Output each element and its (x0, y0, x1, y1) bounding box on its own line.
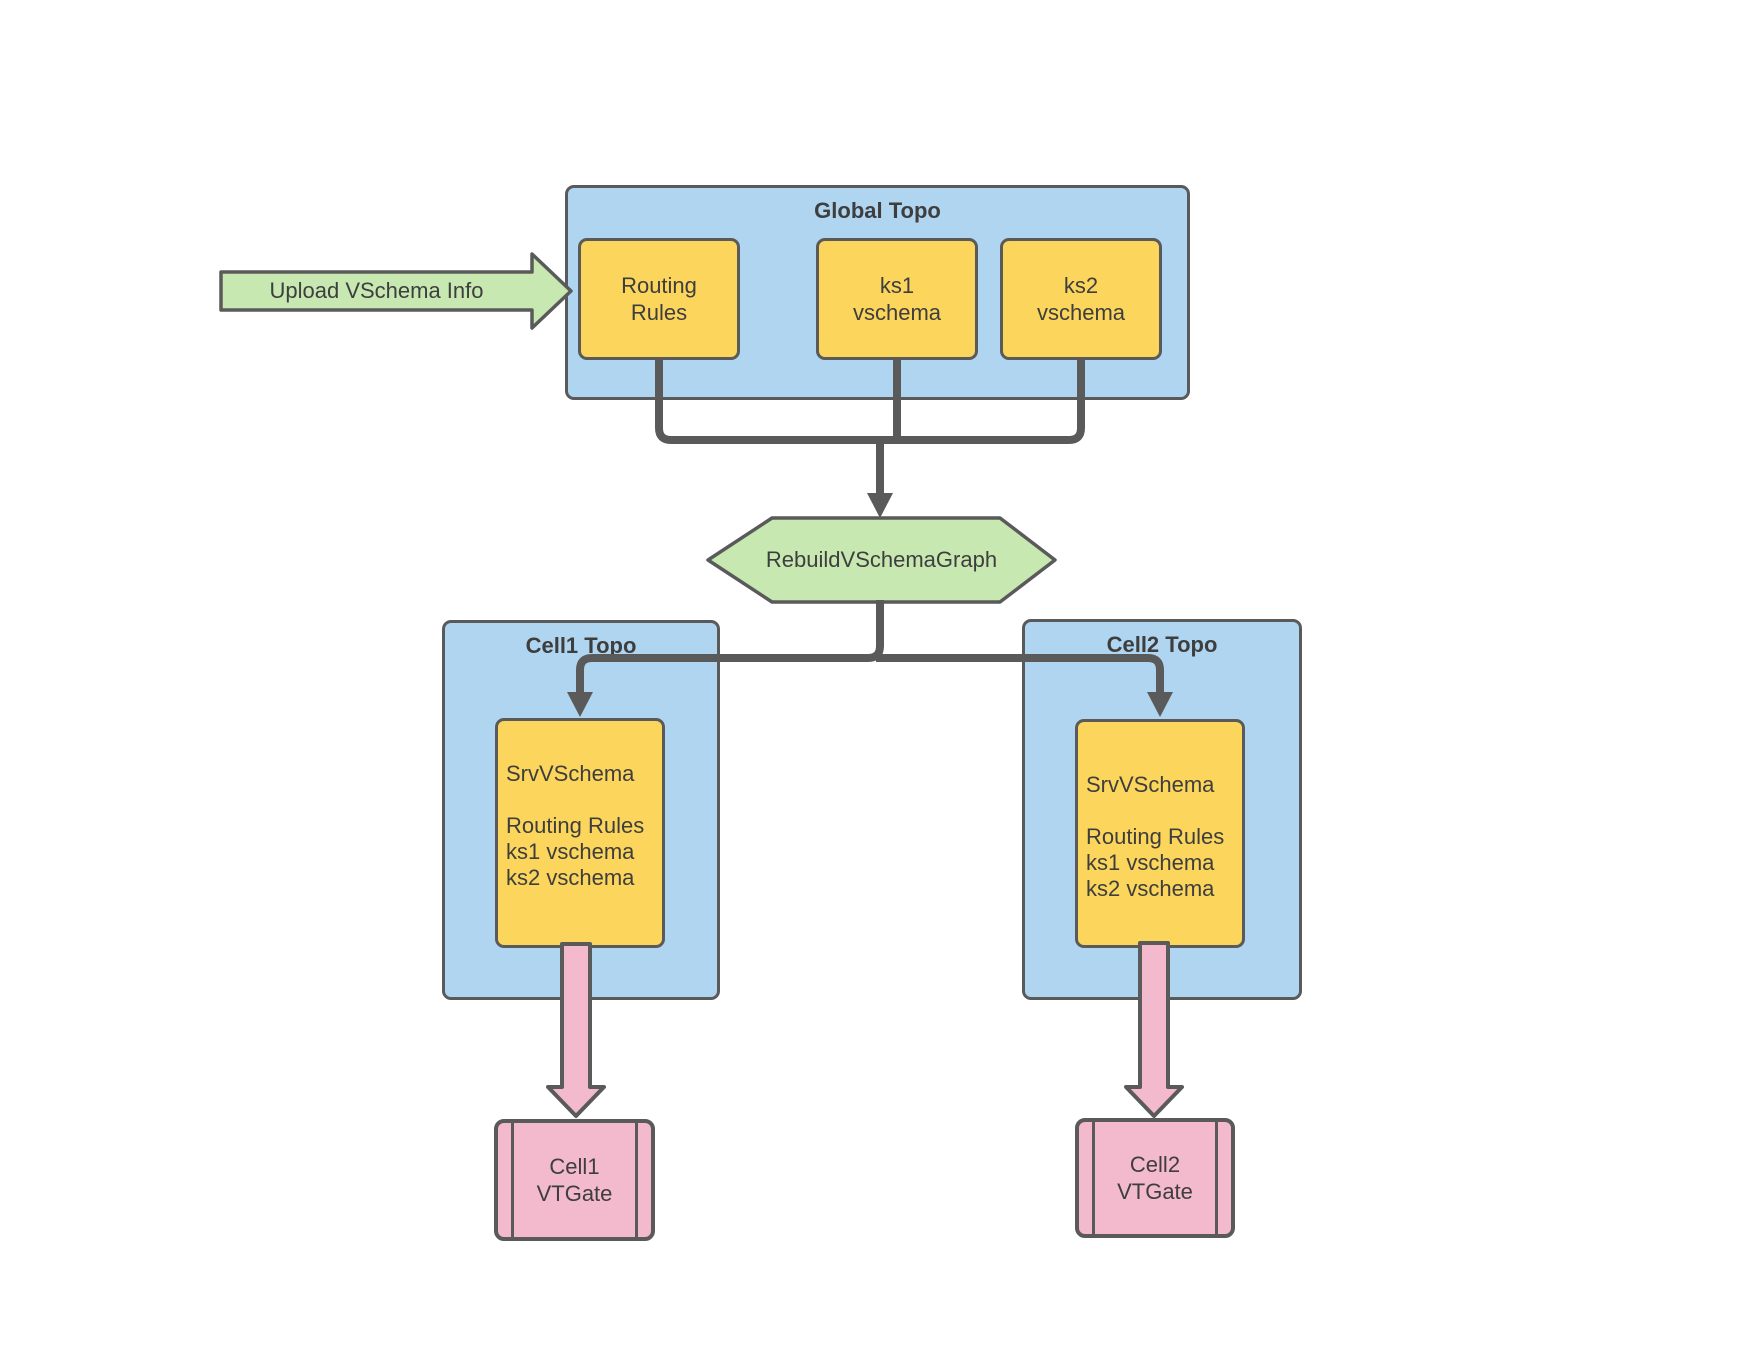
vtgate-side-bar (635, 1123, 638, 1237)
upload-arrow-label: Upload VSchema Info (269, 278, 484, 303)
upload-arrow-shape (219, 252, 573, 330)
rebuild-hexagon-shape (706, 516, 1057, 604)
node-ks1-vschema: ks1 vschema (816, 238, 978, 360)
srv-vschema-heading: SrvVSchema (1086, 772, 1215, 797)
vtgate-side-bar (1215, 1122, 1218, 1234)
vtgate-label-line: VTGate (1117, 1179, 1193, 1204)
vtgate-label-line: Cell1 (549, 1154, 600, 1179)
node-routing-rules: Routing Rules (578, 238, 740, 360)
blank-line (498, 787, 662, 813)
srv-vschema-line: Routing Rules (506, 813, 645, 838)
srv-vschema-line: ks1 vschema (1086, 850, 1215, 875)
node-label-line: vschema (852, 300, 942, 325)
node-cell1-srv-vschema: SrvVSchema Routing Rules ks1 vschema ks2… (495, 718, 665, 948)
srv-vschema-line: ks2 vschema (1086, 876, 1215, 901)
node-label-line: vschema (1036, 300, 1126, 325)
srv-vschema-heading: SrvVSchema (506, 761, 635, 786)
rebuild-hexagon-label: RebuildVSchemaGraph (765, 547, 998, 572)
global-topo-title: Global Topo (814, 198, 941, 223)
shape-cell1-vtgate: Cell1 VTGate (494, 1119, 655, 1241)
vtgate-label-line: Cell2 (1129, 1152, 1181, 1177)
node-label-line: ks1 (879, 273, 915, 298)
srv-vschema-line: ks2 vschema (506, 865, 635, 890)
vtgate-label-line: VTGate (536, 1181, 613, 1206)
vtgate-side-bar (1092, 1122, 1095, 1234)
vtgate-side-bar (511, 1123, 514, 1237)
shape-cell2-vtgate: Cell2 VTGate (1075, 1118, 1235, 1238)
node-label-line: Routing (621, 273, 697, 298)
arrowhead-into-rebuild (867, 493, 893, 518)
node-label-line: ks2 (1063, 273, 1099, 298)
cell1-topo-title: Cell1 Topo (525, 633, 637, 658)
blank-line (1078, 798, 1242, 824)
node-cell2-srv-vschema: SrvVSchema Routing Rules ks1 vschema ks2… (1075, 719, 1245, 948)
node-ks2-vschema: ks2 vschema (1000, 238, 1162, 360)
srv-vschema-line: ks1 vschema (506, 839, 635, 864)
srv-vschema-line: Routing Rules (1086, 824, 1225, 849)
node-label-line: Rules (630, 300, 688, 325)
cell2-topo-title: Cell2 Topo (1106, 632, 1218, 657)
